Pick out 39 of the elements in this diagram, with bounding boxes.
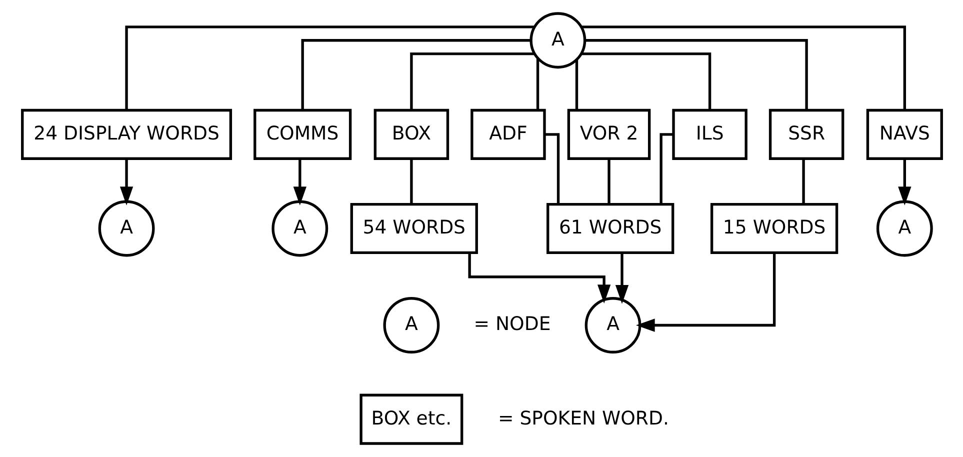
node-box: NAVS <box>866 108 942 160</box>
connector <box>410 52 534 110</box>
node-label: = SPOKEN WORD. <box>498 408 668 430</box>
node-circle: A <box>529 12 586 69</box>
connector <box>410 158 412 204</box>
arrow <box>635 252 776 332</box>
node-box: BOX <box>373 108 449 160</box>
node-box: 24 DISPLAY WORDS <box>20 108 232 160</box>
connector <box>574 60 578 110</box>
node-box: VOR 2 <box>566 108 650 160</box>
arrow <box>292 158 306 206</box>
node-box: ILS <box>672 108 747 160</box>
node-circle: A <box>382 297 440 354</box>
node-box: 15 WORDS <box>710 202 838 254</box>
connector <box>607 158 610 204</box>
connector <box>659 133 673 204</box>
connector <box>580 26 906 110</box>
connector <box>300 39 530 110</box>
connector <box>802 158 804 204</box>
node-box: 54 WORDS <box>350 202 478 254</box>
node-label: = NODE <box>473 314 550 336</box>
node-circle: A <box>876 200 932 257</box>
connector <box>536 58 539 110</box>
arrow <box>119 158 133 206</box>
node-box: COMMS <box>253 108 352 160</box>
node-circle: A <box>271 200 328 257</box>
node-box: 61 WORDS <box>546 202 674 254</box>
node-circle: A <box>98 200 154 257</box>
connector <box>584 39 808 110</box>
connector <box>544 133 560 204</box>
node-box: SSR <box>768 108 844 160</box>
arrow <box>468 253 610 304</box>
connector <box>581 52 711 110</box>
arrow <box>898 158 911 206</box>
arrow <box>614 252 628 304</box>
node-box: BOX etc. <box>359 394 463 445</box>
node-box: ADF <box>470 108 546 160</box>
node-circle: A <box>584 297 641 354</box>
connector <box>124 26 534 110</box>
